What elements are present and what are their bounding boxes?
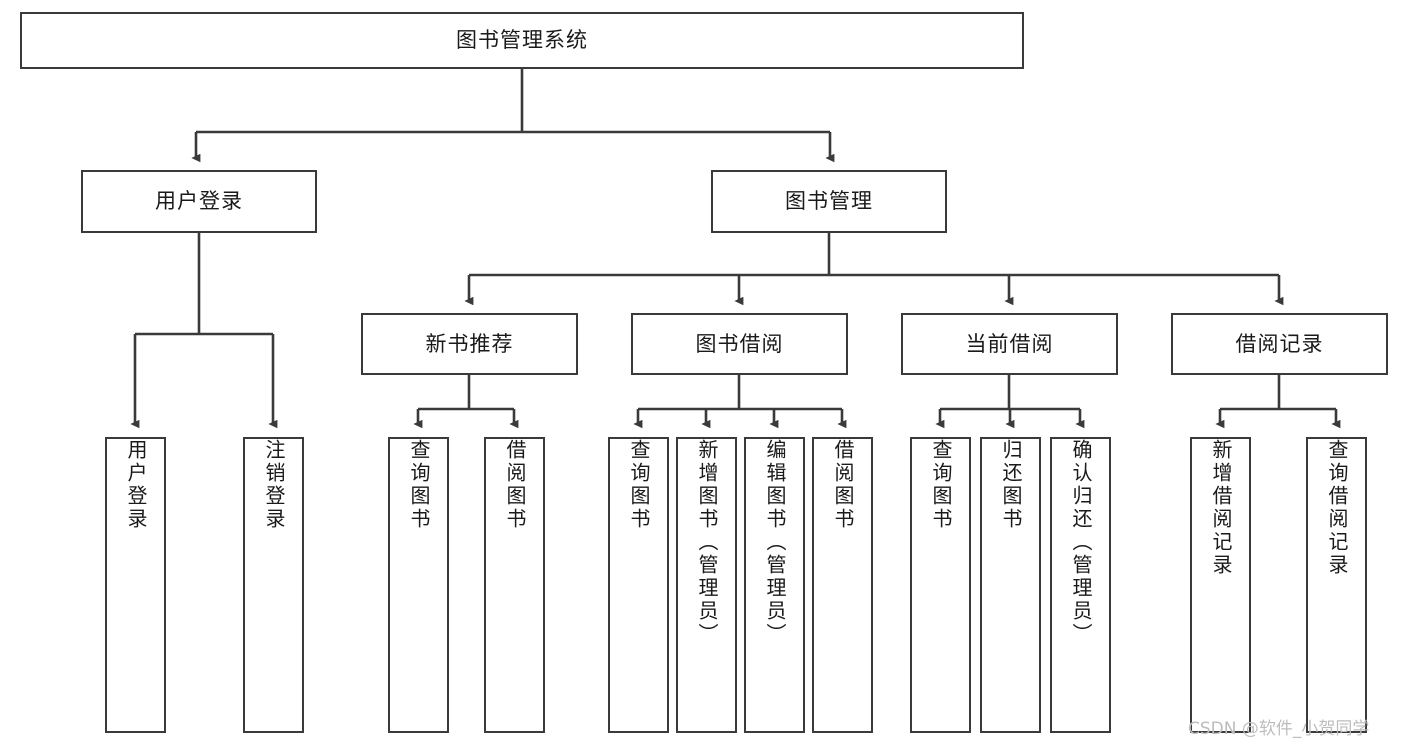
node-leaf-borrow-book-rec-label: 借阅图书 <box>503 439 527 531</box>
node-leaf-query-borrow-record-label: 查询借阅记录 <box>1325 439 1349 577</box>
node-leaf-user-login-label: 用户登录 <box>124 439 148 531</box>
node-leaf-query-borrow-record[interactable]: 查询借阅记录 <box>1306 437 1367 733</box>
node-leaf-edit-book[interactable]: 编辑图书（管理员） <box>744 437 805 733</box>
node-leaf-confirm-return[interactable]: 确认归还（管理员） <box>1050 437 1111 733</box>
node-leaf-borrow-book-rec[interactable]: 借阅图书 <box>484 437 545 733</box>
node-leaf-query-book-borrow-label: 查询图书 <box>627 439 651 531</box>
node-leaf-add-book[interactable]: 新增图书（管理员） <box>676 437 737 733</box>
node-leaf-add-book-label: 新增图书（管理员） <box>695 439 719 646</box>
node-book-borrow-label: 图书借阅 <box>695 331 784 356</box>
node-user-login-label: 用户登录 <box>155 189 243 214</box>
node-leaf-query-book-current-label: 查询图书 <box>929 439 953 531</box>
node-leaf-confirm-return-label: 确认归还（管理员） <box>1069 439 1093 646</box>
node-user-login[interactable]: 用户登录 <box>81 170 317 233</box>
node-leaf-edit-book-label: 编辑图书（管理员） <box>763 439 787 646</box>
node-leaf-add-borrow-record-label: 新增借阅记录 <box>1209 439 1233 577</box>
node-leaf-user-logout-label: 注销登录 <box>262 439 286 531</box>
node-current-borrow[interactable]: 当前借阅 <box>901 313 1118 375</box>
node-current-borrow-label: 当前借阅 <box>965 331 1054 356</box>
node-leaf-return-book[interactable]: 归还图书 <box>980 437 1041 733</box>
csdn-watermark: CSDN @软件_小贺同学 <box>1188 719 1370 739</box>
node-root[interactable]: 图书管理系统 <box>20 12 1024 69</box>
node-new-book-recommend-label: 新书推荐 <box>425 331 514 356</box>
node-new-book-recommend[interactable]: 新书推荐 <box>361 313 578 375</box>
node-book-management[interactable]: 图书管理 <box>711 170 947 233</box>
node-leaf-return-book-label: 归还图书 <box>999 439 1023 531</box>
node-leaf-user-login[interactable]: 用户登录 <box>105 437 166 733</box>
node-leaf-query-book-rec[interactable]: 查询图书 <box>388 437 449 733</box>
node-leaf-add-borrow-record[interactable]: 新增借阅记录 <box>1190 437 1251 733</box>
node-leaf-borrow-book-label: 借阅图书 <box>831 439 855 531</box>
node-borrow-record[interactable]: 借阅记录 <box>1171 313 1388 375</box>
node-leaf-query-book-borrow[interactable]: 查询图书 <box>608 437 669 733</box>
node-leaf-query-book-rec-label: 查询图书 <box>407 439 431 531</box>
node-root-label: 图书管理系统 <box>456 28 588 53</box>
node-leaf-borrow-book[interactable]: 借阅图书 <box>812 437 873 733</box>
node-leaf-query-book-current[interactable]: 查询图书 <box>910 437 971 733</box>
node-borrow-record-label: 借阅记录 <box>1235 331 1324 356</box>
node-leaf-user-logout[interactable]: 注销登录 <box>243 437 304 733</box>
node-book-management-label: 图书管理 <box>785 189 873 214</box>
node-book-borrow[interactable]: 图书借阅 <box>631 313 848 375</box>
